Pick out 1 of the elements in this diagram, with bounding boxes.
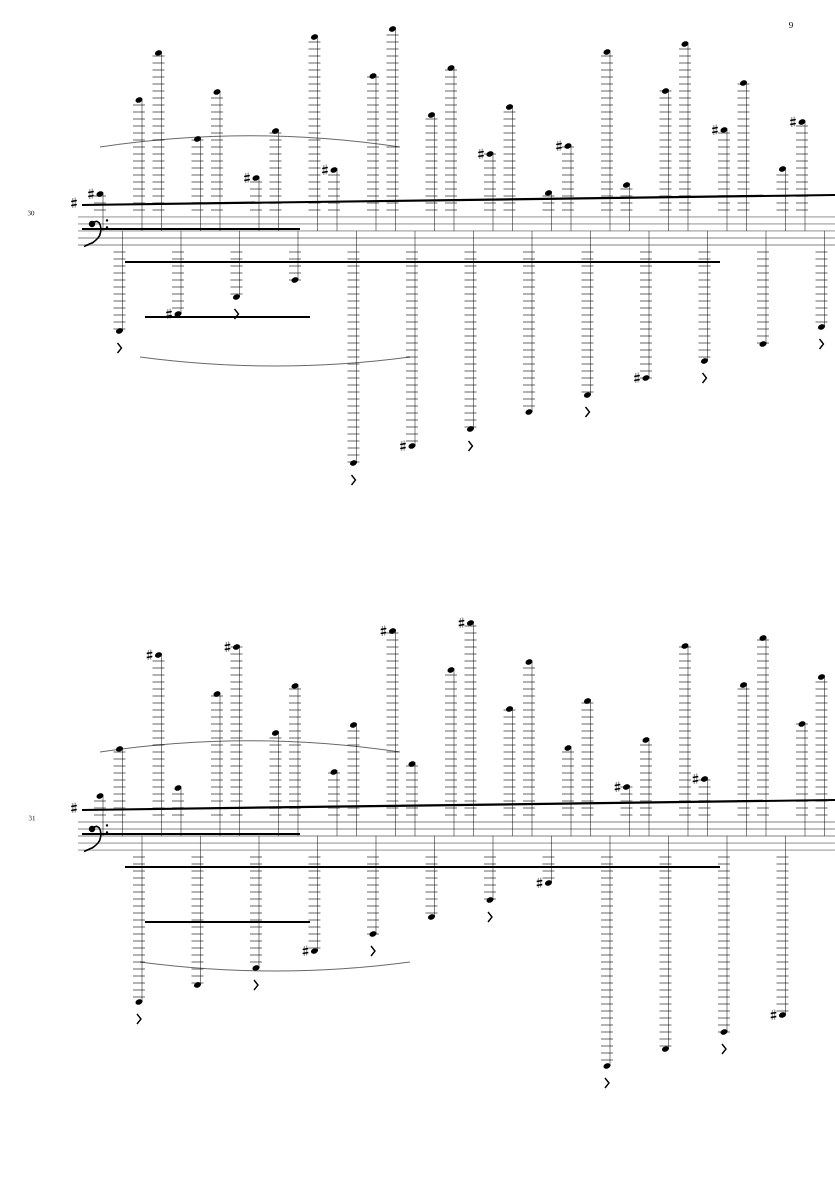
measure-number: 9 <box>789 22 793 29</box>
